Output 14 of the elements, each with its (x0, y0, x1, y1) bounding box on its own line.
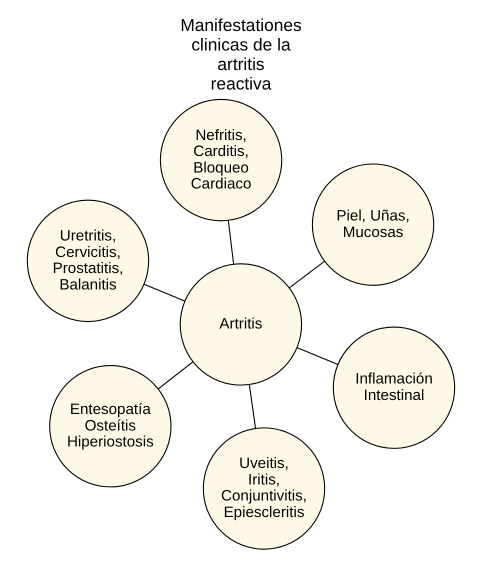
connector (143, 284, 185, 302)
node-circle: Entesopatía Osteítis Hiperiostosis (48, 365, 172, 488)
node-circle: Inflamación Intestinal (332, 326, 455, 449)
connector (296, 347, 338, 366)
node-circle: Nefritis, Carditis, Bloqueo Cardiaco (159, 98, 282, 222)
connector (288, 260, 324, 288)
connector (157, 361, 193, 390)
node-circle: Artritis (179, 263, 302, 386)
node-circle: Piel, Uñas, Mucosas (311, 163, 434, 286)
node-circle: Uretritis, Cervicitis, Prostatitis, Balanitis (26, 200, 149, 322)
node-circle: Uveitis, Iritis, Conjuntivitis, Epiescleritis (202, 427, 325, 550)
connector (227, 220, 234, 264)
connector (248, 384, 256, 428)
diagram-title: Manifestationes clinicas de la artritis reactiva (180, 15, 302, 94)
